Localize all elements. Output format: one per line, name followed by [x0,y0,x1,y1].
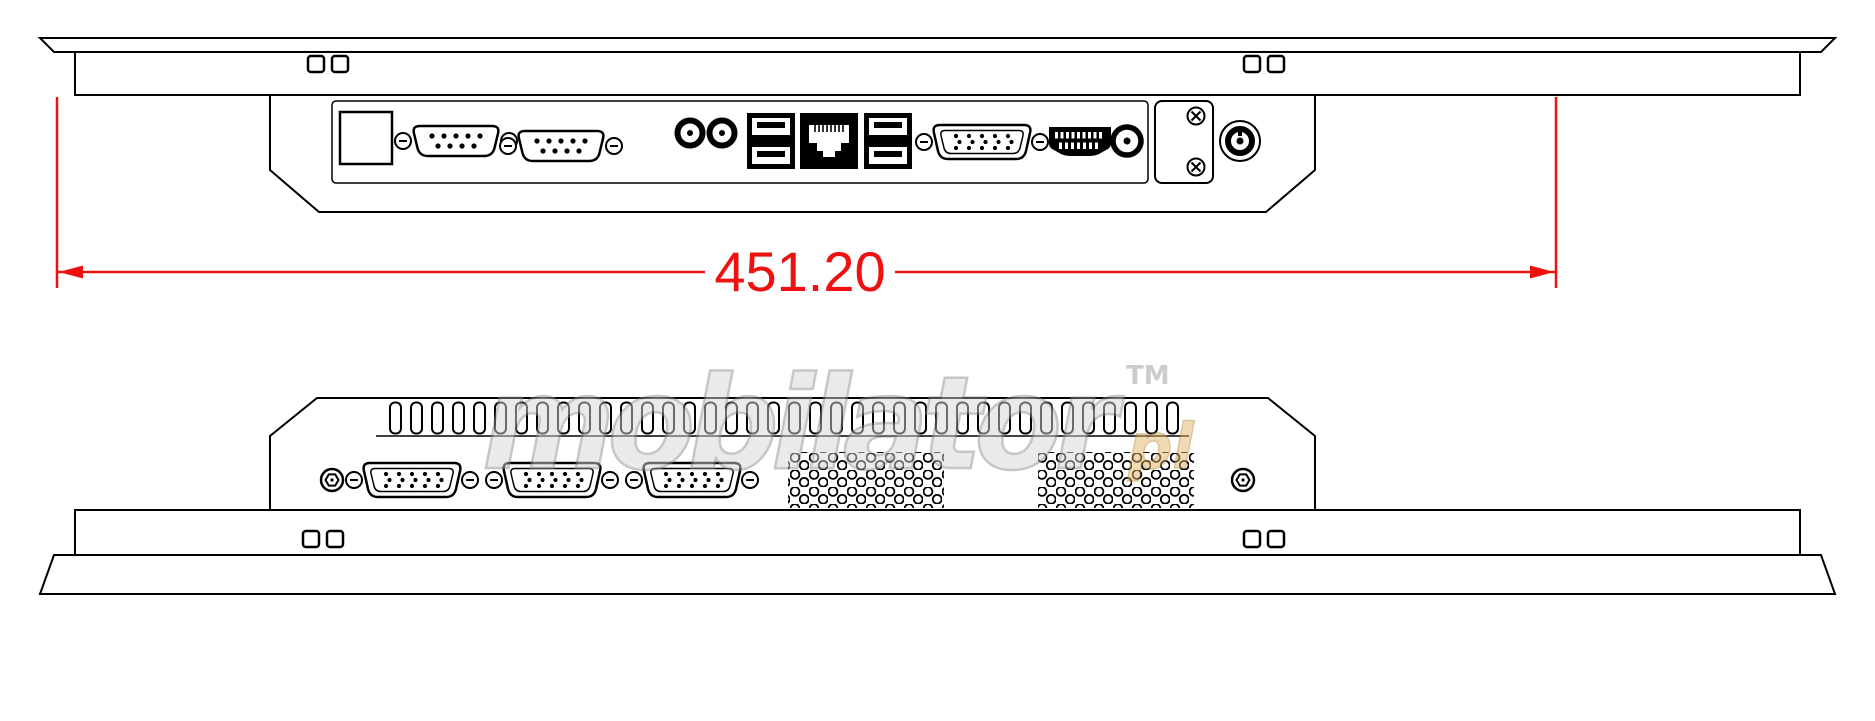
watermark-tm: TM [1126,361,1170,391]
plate-screw-bottom [1186,157,1206,177]
round-power-connector [1220,121,1260,161]
vent-slot-band [382,401,1183,435]
mounting-hole [330,54,350,74]
dimension-label-backdrop [705,246,895,298]
plate-screw-top [1186,106,1206,126]
usb-dual-port-right [864,113,912,169]
dc-power-jack [1113,127,1141,155]
dimension-arrow-right [1530,265,1554,279]
watermark-suffix: pl [1127,410,1194,483]
power-switch [338,110,394,166]
mounting-hole [1242,529,1262,549]
mounting-hole [1266,54,1286,74]
mounting-hole [301,529,321,549]
front-bezel-body [74,51,1801,96]
vent-edge-view [38,397,1837,595]
mounting-hole [1266,529,1286,549]
io-recess-panel [331,100,1149,184]
dimension-label: 451.20 [714,240,885,303]
lan-rj45-port [799,112,859,170]
hdmi-port [1049,127,1111,156]
dimension-arrow-left [59,265,83,279]
vent-hole-cluster-right [1038,452,1194,508]
watermark-text: mobilator [482,350,1124,499]
mounting-hole [306,54,326,74]
usb-dual-port-left [747,113,795,169]
hex-screw-left [319,467,345,493]
mounting-hole [1242,54,1262,74]
mounting-hole [325,529,345,549]
front-bezel-edge-strip [37,37,1838,53]
vent-hole-cluster-left [788,452,944,508]
io-edge-view [37,37,1838,213]
front-bezel-body-bottom [74,509,1801,556]
front-bezel-edge-strip-bottom [38,554,1837,595]
width-dimension: 451.20 [55,97,1558,303]
watermark: mobilator pl TM [481,349,1195,501]
hex-screw-right [1230,467,1256,493]
